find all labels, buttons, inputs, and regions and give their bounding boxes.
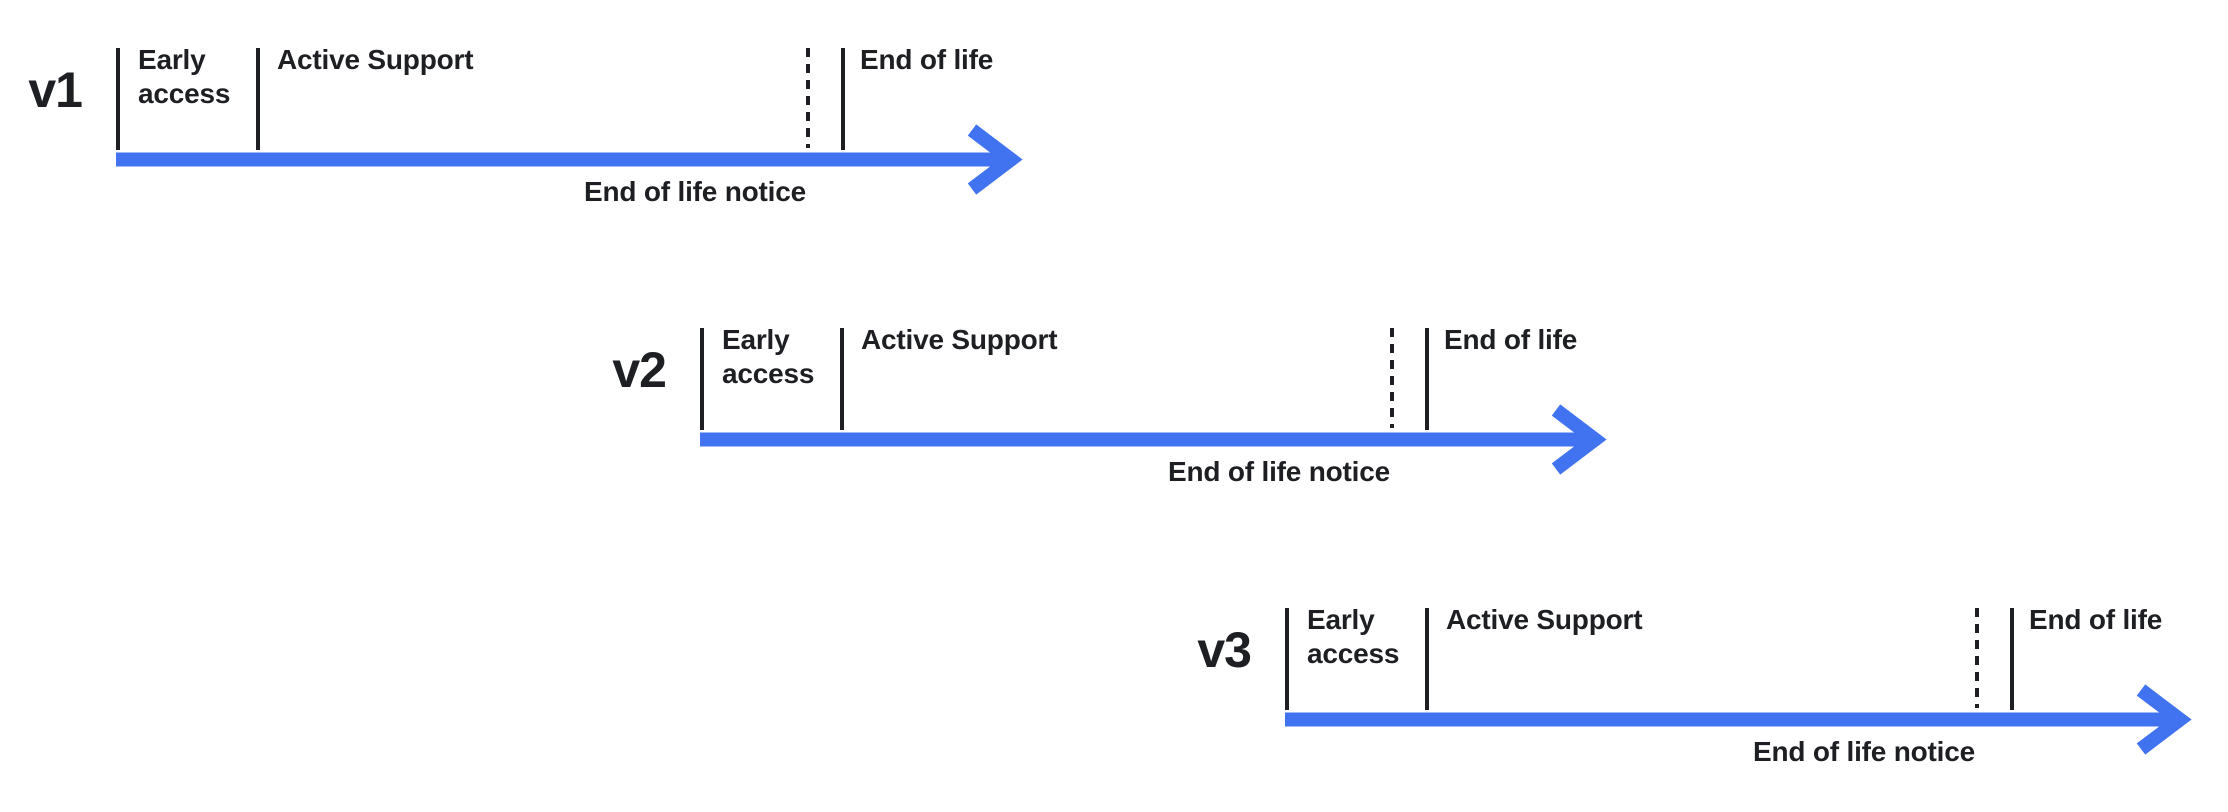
version-label: v3 [1197,622,1252,678]
tick-eol-notice-dashed-icon [1390,328,1394,428]
tick-early-access-icon [1285,608,1289,710]
tick-eol-notice-dashed-icon [806,48,810,148]
early-access-label: Early access [138,44,231,109]
early-access-label: Early access [722,324,815,389]
end-of-life-label: End of life [1444,324,1578,355]
tick-eol-notice-dashed-icon [1975,608,1979,708]
end-of-life-label: End of life [2029,604,2163,635]
timeline-v1: v1 Early access Active Support End of li… [0,0,1130,230]
tick-end-of-life-icon [841,48,845,150]
tick-active-support-icon [256,48,260,150]
tick-end-of-life-icon [1425,328,1429,430]
version-label: v1 [28,62,83,118]
version-label: v2 [612,342,667,398]
eol-notice-label: End of life notice [1753,736,1975,767]
timeline-arrow-icon [1285,684,2192,755]
tick-active-support-icon [1425,608,1429,710]
timeline-v2: v2 Early access Active Support End of li… [584,280,1714,510]
early-access-label: Early access [1307,604,1400,669]
timeline-arrow-icon [116,124,1023,195]
tick-end-of-life-icon [2010,608,2014,710]
active-support-label: Active Support [1446,604,1643,635]
timeline-arrow-icon [700,404,1607,475]
end-of-life-label: End of life [860,44,994,75]
tick-early-access-icon [116,48,120,150]
timeline-v3: v3 Early access Active Support End of li… [1169,560,2228,790]
eol-notice-label: End of life notice [1168,456,1390,487]
tick-early-access-icon [700,328,704,430]
active-support-label: Active Support [861,324,1058,355]
tick-active-support-icon [840,328,844,430]
active-support-label: Active Support [277,44,474,75]
eol-notice-label: End of life notice [584,176,806,207]
